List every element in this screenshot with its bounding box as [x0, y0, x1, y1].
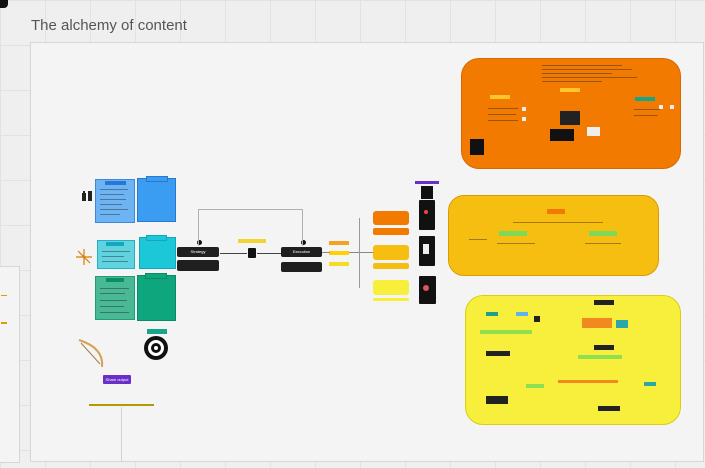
- folder-tab: [146, 176, 168, 182]
- content-node-3-sub[interactable]: [373, 298, 409, 301]
- yellow-teal-card: [616, 320, 628, 328]
- yellow-tag: [486, 312, 498, 316]
- strategy-folder-cyan[interactable]: [139, 235, 176, 269]
- orange-checkbox: [522, 107, 526, 111]
- teal-label: [147, 329, 167, 334]
- folder-tab: [145, 273, 167, 279]
- adjacent-marker: [1, 322, 7, 324]
- sparkle-icon: [75, 248, 93, 266]
- orange-checkbox: [670, 105, 674, 109]
- execution-node[interactable]: Execution: [281, 247, 322, 257]
- preview-label: [415, 181, 439, 184]
- yellow-darkbox-2: [486, 396, 508, 404]
- connector-label: [238, 239, 266, 243]
- execution-dot: [301, 240, 306, 245]
- yellow-underline: [89, 404, 154, 406]
- yellow-tag: [516, 312, 528, 316]
- orange-image: [587, 127, 600, 136]
- board-yellow[interactable]: [465, 295, 681, 425]
- orange-checkbox: [522, 117, 526, 121]
- phone-preview-small[interactable]: [421, 186, 433, 199]
- note-header: [106, 242, 124, 246]
- strategy-note-blue[interactable]: [95, 179, 135, 223]
- yellow-bar: [480, 330, 532, 334]
- small-tag: [329, 262, 349, 266]
- orange-screenshot: [550, 129, 574, 141]
- execution-subnode[interactable]: [281, 262, 322, 272]
- corner-marker: [0, 0, 8, 8]
- yellow-green-bar: [578, 355, 622, 359]
- strategy-folder-blue[interactable]: [137, 176, 176, 222]
- strategy-note-teal[interactable]: [95, 276, 135, 320]
- phone-preview-2[interactable]: [419, 236, 435, 266]
- content-node-2[interactable]: [373, 245, 409, 260]
- amber-topic-right: [589, 231, 617, 236]
- orange-preview: [560, 111, 580, 125]
- yellow-darkbox-4: [598, 406, 620, 411]
- adjacent-marker: [1, 295, 7, 296]
- content-node-1[interactable]: [373, 211, 409, 225]
- main-frame[interactable]: Share output Strategy Execution: [30, 42, 704, 462]
- board-amber[interactable]: [448, 195, 659, 276]
- orange-phone: [470, 139, 484, 155]
- small-tag: [329, 251, 349, 255]
- target-icon: [143, 335, 169, 361]
- phone-preview-3[interactable]: [419, 276, 436, 304]
- note-header: [105, 181, 126, 185]
- yellow-qr: [534, 316, 540, 322]
- frame-title[interactable]: The alchemy of content: [31, 17, 187, 34]
- yellow-tag: [644, 382, 656, 386]
- small-tag: [329, 241, 349, 245]
- chess-pieces-icon: [81, 189, 93, 201]
- strategy-folder-teal[interactable]: [137, 273, 176, 321]
- phone-preview-1[interactable]: [419, 200, 435, 230]
- content-node-3[interactable]: [373, 280, 409, 295]
- yellow-orange-card: [582, 318, 612, 328]
- folder-tab: [146, 235, 167, 241]
- strategy-node[interactable]: Strategy: [177, 247, 219, 257]
- yellow-orange-bar: [558, 380, 618, 383]
- strategy-note-cyan[interactable]: [97, 240, 135, 269]
- share-output-button[interactable]: Share output: [103, 375, 131, 384]
- board-orange[interactable]: [461, 58, 681, 169]
- orange-checkbox: [659, 105, 663, 109]
- phone-icon: [248, 248, 256, 258]
- content-node-2-sub[interactable]: [373, 263, 409, 269]
- orange-topic-left: [490, 95, 510, 99]
- yellow-header: [594, 300, 614, 305]
- yellow-darkbox: [486, 351, 510, 356]
- amber-topic: [547, 209, 565, 214]
- note-header: [106, 278, 124, 282]
- bow-arrow-icon: [74, 336, 109, 371]
- content-node-1-sub[interactable]: [373, 228, 409, 235]
- orange-topic-right: [635, 97, 655, 101]
- yellow-tag: [526, 384, 544, 388]
- yellow-darkbox-3: [594, 345, 614, 350]
- strategy-dot: [197, 240, 202, 245]
- amber-topic-left: [499, 231, 527, 236]
- strategy-subnode[interactable]: [177, 260, 219, 271]
- orange-topic: [560, 88, 580, 92]
- adjacent-frame[interactable]: [0, 266, 20, 463]
